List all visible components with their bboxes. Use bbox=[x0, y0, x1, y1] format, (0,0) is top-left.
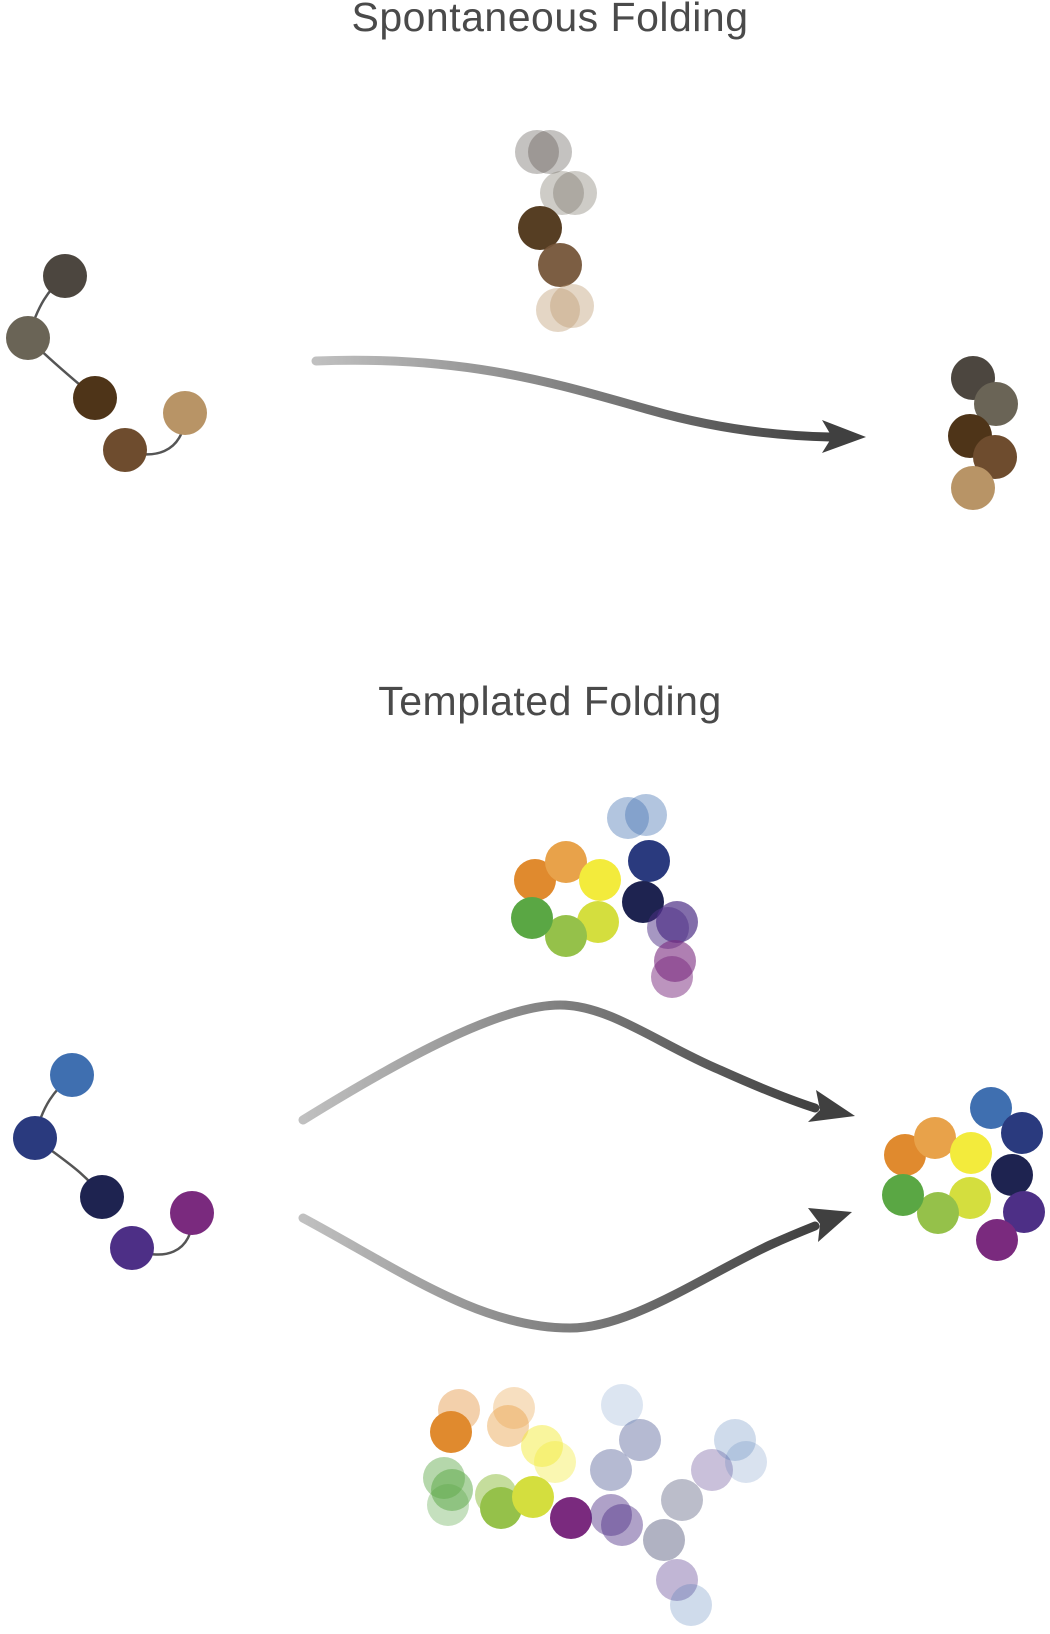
residue-bead bbox=[973, 435, 1017, 479]
residue-bead bbox=[170, 1191, 214, 1235]
arrow-path bbox=[808, 1090, 855, 1122]
residue-bead bbox=[590, 1449, 632, 1491]
residue-bead bbox=[601, 1504, 643, 1546]
residue-bead bbox=[577, 901, 619, 943]
residue-bead bbox=[950, 1132, 992, 1174]
residue-bead bbox=[553, 171, 597, 215]
residue-bead bbox=[545, 841, 587, 883]
arrow-path bbox=[808, 1208, 852, 1242]
residue-bead bbox=[50, 1053, 94, 1097]
residue-bead bbox=[110, 1226, 154, 1270]
residue-bead bbox=[607, 797, 649, 839]
residue-bead bbox=[949, 1177, 991, 1219]
residue-bead bbox=[512, 1476, 554, 1518]
unfolded-chain-colored bbox=[13, 1053, 214, 1270]
residue-bead bbox=[661, 1479, 703, 1521]
residue-bead bbox=[80, 1175, 124, 1219]
residue-bead bbox=[550, 284, 594, 328]
residue-bead bbox=[536, 288, 580, 332]
residue-bead bbox=[515, 130, 559, 174]
residue-bead bbox=[628, 840, 670, 882]
residue-bead bbox=[518, 206, 562, 250]
residue-bead bbox=[487, 1405, 529, 1447]
residue-bead bbox=[714, 1419, 756, 1461]
residue-bead bbox=[601, 1384, 643, 1426]
residue-bead bbox=[976, 1219, 1018, 1261]
residue-bead bbox=[528, 130, 572, 174]
residue-bead bbox=[643, 1519, 685, 1561]
templated-folding-title: Templated Folding bbox=[378, 678, 722, 724]
residue-bead bbox=[163, 391, 207, 435]
unfolded-chain-brown bbox=[6, 254, 207, 472]
residue-bead bbox=[991, 1154, 1033, 1196]
residue-bead bbox=[6, 316, 50, 360]
residue-bead bbox=[521, 1425, 563, 1467]
residue-bead bbox=[579, 859, 621, 901]
residue-bead bbox=[545, 915, 587, 957]
residue-bead bbox=[974, 382, 1018, 426]
arrow-path bbox=[298, 1000, 820, 1125]
residue-bead bbox=[43, 254, 87, 298]
residue-bead bbox=[656, 1559, 698, 1601]
templated-arrow-lower bbox=[298, 1208, 852, 1333]
residue-bead bbox=[13, 1116, 57, 1160]
residue-bead bbox=[951, 466, 995, 510]
residue-bead bbox=[1001, 1112, 1043, 1154]
templated-arrow-upper bbox=[298, 1000, 855, 1125]
arrow-head bbox=[822, 420, 866, 453]
intermediate-brown bbox=[515, 130, 597, 332]
residue-bead bbox=[538, 243, 582, 287]
residue-bead bbox=[1003, 1191, 1045, 1233]
spontaneous-folding-title: Spontaneous Folding bbox=[351, 0, 749, 40]
residue-bead bbox=[540, 171, 584, 215]
residue-bead bbox=[73, 376, 117, 420]
residue-bead bbox=[651, 956, 693, 998]
residue-bead bbox=[622, 881, 664, 923]
folded-colored bbox=[882, 1087, 1045, 1261]
residue-bead bbox=[430, 1411, 472, 1453]
residue-bead bbox=[103, 428, 147, 472]
residue-bead bbox=[670, 1584, 712, 1626]
residue-bead bbox=[427, 1484, 469, 1526]
residue-bead bbox=[647, 907, 689, 949]
residue-bead bbox=[914, 1117, 956, 1159]
residue-bead bbox=[619, 1419, 661, 1461]
residue-bead bbox=[882, 1174, 924, 1216]
residue-bead bbox=[625, 794, 667, 836]
residue-bead bbox=[480, 1487, 522, 1529]
residue-bead bbox=[534, 1441, 576, 1483]
residue-bead bbox=[550, 1497, 592, 1539]
residue-bead bbox=[970, 1087, 1012, 1129]
residue-bead bbox=[493, 1387, 535, 1429]
residue-bead bbox=[917, 1192, 959, 1234]
arrow-path bbox=[311, 355, 835, 442]
residue-bead bbox=[514, 859, 556, 901]
residue-bead bbox=[590, 1494, 632, 1536]
residue-bead bbox=[431, 1469, 473, 1511]
residue-bead bbox=[725, 1441, 767, 1483]
intermediate-colored-top bbox=[511, 794, 698, 998]
residue-bead bbox=[511, 897, 553, 939]
residue-bead bbox=[691, 1449, 733, 1491]
arrow-path bbox=[298, 1213, 820, 1333]
misfolded-colored-bottom bbox=[423, 1384, 767, 1626]
spontaneous-arrow bbox=[311, 355, 866, 453]
folded-brown bbox=[948, 356, 1018, 510]
